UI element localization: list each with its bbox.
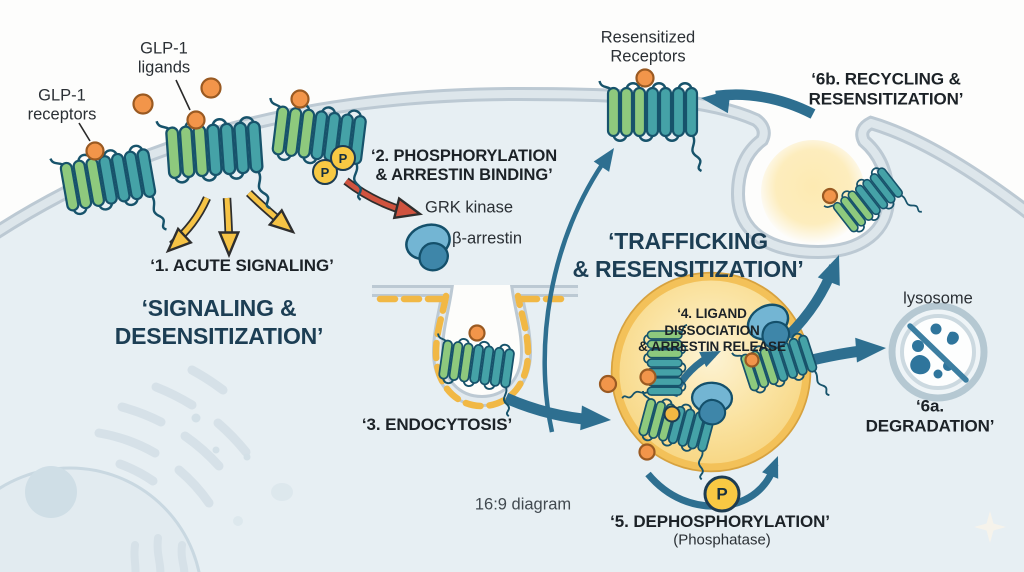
grk-kinase-label: GRK kinase bbox=[425, 198, 514, 217]
endosome-phosphate-dot bbox=[663, 405, 681, 423]
step-6a-degradation: ‘6a. DEGRADATION’ bbox=[865, 396, 995, 435]
beta-arrestin-label: β-arrestin bbox=[452, 229, 523, 248]
step-1-acute-signaling: ‘1. ACUTE SIGNALING’ bbox=[150, 256, 334, 276]
glp1-ligands-label: GLP-1 ligands bbox=[137, 39, 191, 76]
glp1-receptors-label: GLP-1 receptors bbox=[27, 86, 97, 123]
diagram-note: 16:9 diagram bbox=[474, 495, 572, 514]
resensitized-receptors-label: Resensitized Receptors bbox=[600, 28, 696, 65]
phosphate-badge-large: P bbox=[703, 475, 741, 513]
glp1-ligands-dots bbox=[85, 68, 839, 461]
lysosome-icon bbox=[888, 302, 988, 402]
step-4-ligand-dissociation: ‘4. LIGAND DISSOCIATION & ARRESTIN RELEA… bbox=[638, 305, 786, 355]
signaling-desensitization-title: ‘SIGNALING & DESENSITIZATION’ bbox=[114, 294, 324, 349]
grk-arrow bbox=[343, 177, 424, 225]
step-5-phosphatase: (Phosphatase) bbox=[673, 531, 771, 549]
trafficking-resensitization-title: ‘TRAFFICKING & RESENSITIZATION’ bbox=[572, 227, 804, 282]
step-6b-recycling: ‘6b. RECYCLING & RESENSITIZATION’ bbox=[808, 69, 964, 108]
recycling-vesicle-glow bbox=[761, 140, 865, 244]
acute-signaling-arrows bbox=[160, 189, 301, 260]
phosphate-badge-2: P bbox=[330, 145, 356, 171]
step-2-phosphorylation: ‘2. PHOSPHORYLATION & ARRESTIN BINDING’ bbox=[370, 146, 558, 184]
sparkle-watermark bbox=[974, 511, 1006, 543]
step-5-dephosphorylation: ‘5. DEPHOSPHORYLATION’ bbox=[610, 512, 830, 532]
plasma-membrane bbox=[0, 86, 1024, 260]
step-3-endocytosis: ‘3. ENDOCYTOSIS’ bbox=[361, 415, 513, 435]
lysosome-label: lysosome bbox=[903, 289, 973, 308]
nucleus-and-er bbox=[0, 365, 293, 572]
clathrin-coat bbox=[376, 292, 574, 410]
label-pointer-lines bbox=[78, 79, 191, 142]
